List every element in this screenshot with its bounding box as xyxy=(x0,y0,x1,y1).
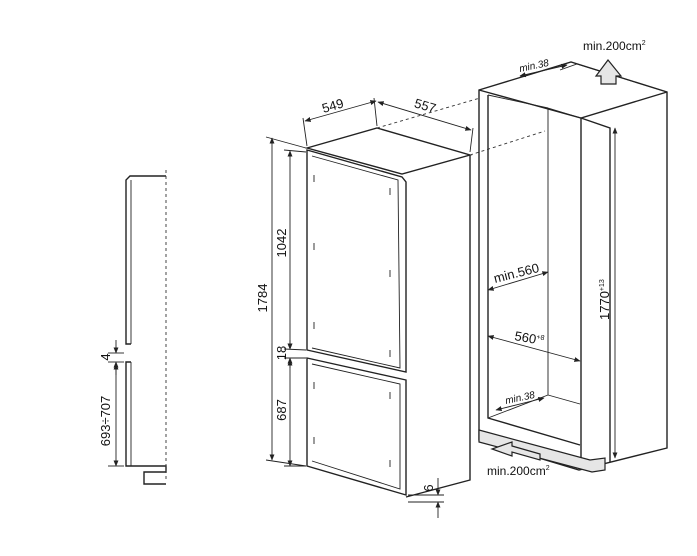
side-gap-label: 4 xyxy=(98,353,113,360)
side-lower-panel xyxy=(125,361,167,485)
lower-door-label: 687 xyxy=(274,399,289,421)
bottom-vent-arrow xyxy=(490,441,541,461)
total-height-label: 1784 xyxy=(255,284,270,313)
upper-door-label: 1042 xyxy=(274,229,289,258)
side-upper-panel xyxy=(125,175,166,345)
appliance-top xyxy=(304,127,473,175)
bottom-offset-label: 6 xyxy=(421,484,436,491)
niche-outer xyxy=(478,61,668,471)
depth-label: 557 xyxy=(413,95,438,115)
niche-plinth xyxy=(478,429,606,473)
door-hinges xyxy=(313,175,391,467)
side-view: 4 693÷707 xyxy=(98,170,167,485)
bottom-vent-label: min.200cm2 xyxy=(487,464,550,478)
niche-height-label: 1770+13 xyxy=(597,279,612,320)
top-vent-label: min.200cm2 xyxy=(583,39,646,53)
appliance: 549 557 1784 1042 18 687 6 xyxy=(255,95,546,518)
appliance-side xyxy=(405,155,471,498)
width-label: 549 xyxy=(320,95,345,115)
niche-width-label: 560+8 xyxy=(513,328,545,348)
bottom-depth-label: min.38 xyxy=(504,390,536,407)
appliance-lower-door xyxy=(306,357,407,496)
min-width-label: min.560 xyxy=(492,260,541,286)
niche: min.200cm2 min.38 1770+13 min.560 560+8 … xyxy=(478,39,668,478)
top-vent-arrow xyxy=(594,59,623,85)
appliance-upper-door xyxy=(306,149,407,373)
door-gap-label: 18 xyxy=(274,346,289,360)
side-lower-range-label: 693÷707 xyxy=(98,396,113,447)
